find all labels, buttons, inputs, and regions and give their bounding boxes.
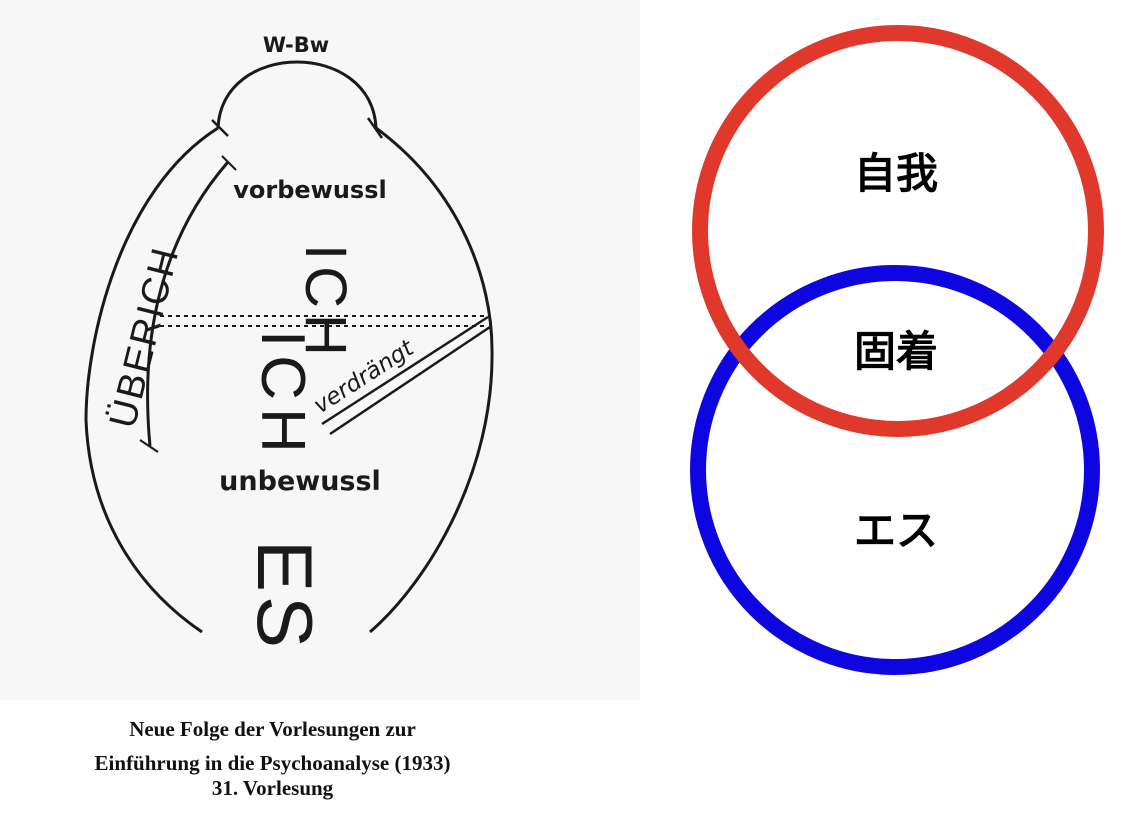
superego-arc-bottom-tick xyxy=(139,439,159,453)
perception-dome-arc xyxy=(216,60,378,129)
perception-dome-left-tick xyxy=(211,119,229,137)
scan-background xyxy=(0,0,640,700)
repression-line-lower xyxy=(329,325,491,436)
unbewusst-label: unbewussl xyxy=(219,466,381,497)
es-label: ES xyxy=(241,540,329,652)
freud-structural-model-diagram: W-Bw vorbewussl ÜBERICH ICH ICH verdräng… xyxy=(0,0,640,700)
id-label: エス xyxy=(854,506,938,555)
fixation-label: 固着 xyxy=(854,327,938,376)
psyche-outline-left xyxy=(84,126,219,634)
caption-line-2: Einführung in die Psychoanalyse (1933) xyxy=(94,751,451,775)
ich-lower-label: ICH xyxy=(248,330,317,461)
ego-id-venn-diagram: 自我 固着 エス xyxy=(690,25,1104,675)
psyche-outline-right xyxy=(369,126,494,634)
ego-circle xyxy=(692,25,1104,437)
id-circle xyxy=(690,265,1100,675)
perception-dome-right-tick xyxy=(366,117,384,139)
caption: Neue Folge der Vorlesungen zur Einführun… xyxy=(0,712,545,800)
caption-line-3: 31. Vorlesung xyxy=(211,776,334,800)
w-bw-label: W-Bw xyxy=(263,33,329,57)
superego-arc-top-tick xyxy=(221,155,237,171)
superego-arc xyxy=(146,161,230,447)
ego-label: 自我 xyxy=(854,149,938,198)
vorbewusst-label: vorbewussl xyxy=(233,176,386,204)
caption-line-1: Neue Folge der Vorlesungen zur xyxy=(129,717,416,741)
ich-upper-label: ICH xyxy=(293,244,358,362)
repression-line-upper xyxy=(321,315,489,426)
